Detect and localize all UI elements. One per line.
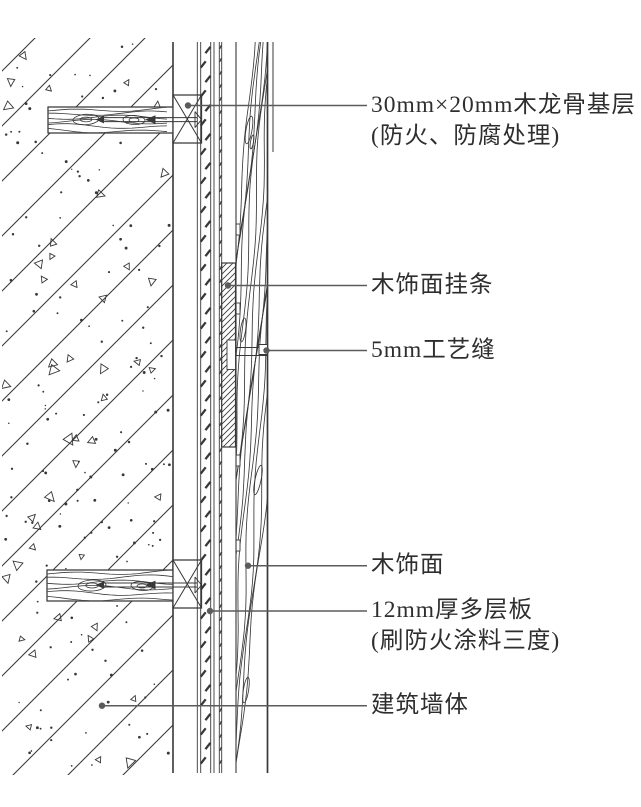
label-wood-veneer: 木饰面 bbox=[371, 550, 445, 581]
leader-lines bbox=[98, 102, 367, 709]
concrete-wall-hatch bbox=[2, 38, 173, 775]
label-line: (防火、防腐处理) bbox=[371, 123, 561, 149]
label-line: 建筑墙体 bbox=[371, 692, 469, 718]
label-line: 12mm厚多层板 bbox=[371, 597, 534, 623]
label-line: 木饰面挂条 bbox=[371, 272, 494, 298]
keel-blocking-bottom bbox=[172, 559, 203, 609]
plywood-board-layers bbox=[196, 42, 223, 773]
label-plywood-board: 12mm厚多层板 (刷防火涂料三度) bbox=[371, 595, 560, 657]
label-line: 30mm×20mm木龙骨基层 bbox=[371, 92, 636, 118]
label-wood-keel-base: 30mm×20mm木龙骨基层 (防火、防腐处理) bbox=[371, 90, 636, 152]
expansion-bolt-top bbox=[95, 111, 202, 128]
label-line: 木饰面 bbox=[371, 552, 445, 578]
expansion-bolt-bottom bbox=[95, 576, 202, 594]
label-line: (刷防火涂料三度) bbox=[371, 628, 561, 654]
label-building-wall: 建筑墙体 bbox=[371, 690, 469, 721]
label-veneer-hanging-strip: 木饰面挂条 bbox=[371, 270, 494, 301]
label-process-seam: 5mm工艺缝 bbox=[371, 335, 496, 366]
label-line: 5mm工艺缝 bbox=[371, 337, 496, 363]
wood-veneer-panel bbox=[235, 42, 274, 773]
